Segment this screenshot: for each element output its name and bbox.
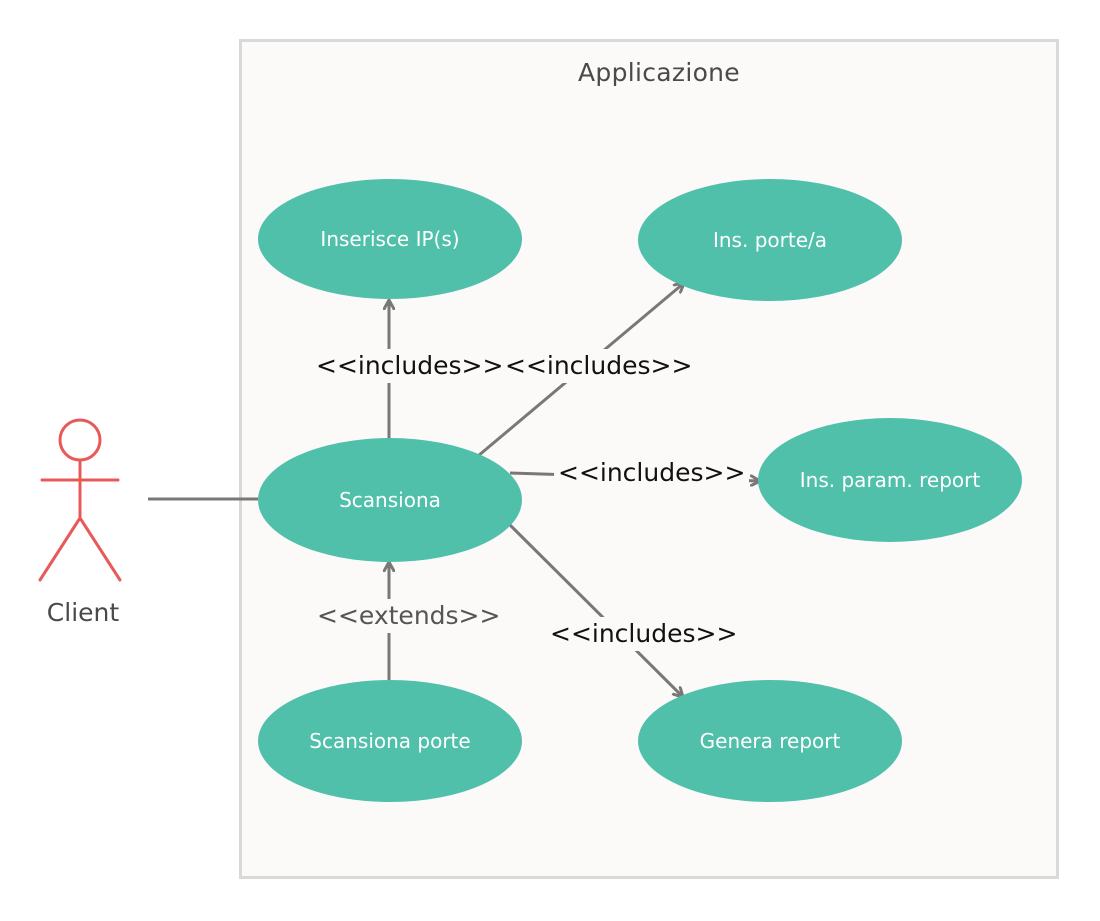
usecase-genera-report[interactable]: Genera report bbox=[638, 680, 902, 802]
usecase-scansiona[interactable]: Scansiona bbox=[258, 438, 522, 562]
label-includes-report: <<includes>> bbox=[546, 617, 742, 651]
label-includes-ip: <<includes>> bbox=[312, 349, 508, 383]
includes-report-arrow bbox=[508, 523, 683, 697]
label-includes-param: <<includes>> bbox=[554, 456, 750, 490]
actor-name: Client bbox=[46, 598, 120, 627]
actor-head bbox=[58, 418, 102, 462]
usecase-ins-porte[interactable]: Ins. porte/a bbox=[638, 179, 902, 301]
actor-right-leg bbox=[78, 516, 122, 582]
label-includes-porte: <<includes>> bbox=[501, 349, 697, 383]
actor-left-leg bbox=[38, 516, 82, 582]
system-title: Applicazione bbox=[578, 58, 740, 87]
usecase-scansiona-porte[interactable]: Scansiona porte bbox=[258, 680, 522, 802]
usecase-ins-param-report[interactable]: Ins. param. report bbox=[758, 418, 1022, 542]
client-actor-figure bbox=[38, 418, 122, 582]
usecase-inserisce-ip[interactable]: Inserisce IP(s) bbox=[258, 179, 522, 299]
label-extends-porte: <<extends>> bbox=[313, 599, 505, 633]
